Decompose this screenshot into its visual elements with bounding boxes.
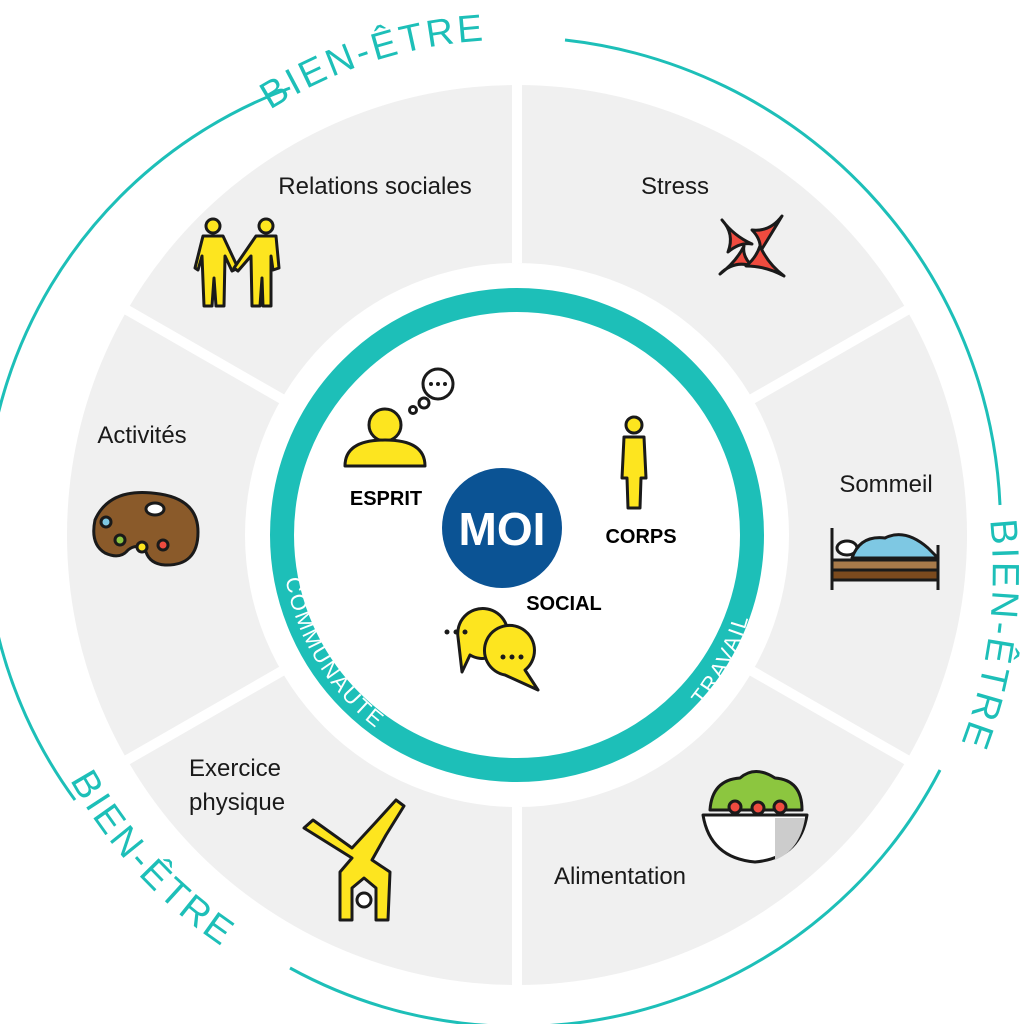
segment-label-exercice-2: physique xyxy=(189,789,285,816)
segment-label-relations: Relations sociales xyxy=(278,173,471,200)
segment-label-stress: Stress xyxy=(641,173,709,200)
speech-bubbles-icon xyxy=(444,607,540,692)
segment-label-sommeil: Sommeil xyxy=(839,471,932,498)
cartwheel-icon xyxy=(302,798,406,922)
segment-label-activites: Activités xyxy=(97,422,186,449)
bed-icon xyxy=(830,528,940,590)
corps-label: CORPS xyxy=(605,526,676,548)
salad-bowl-icon xyxy=(701,770,809,864)
segment-label-exercice-1: Exercice xyxy=(189,755,281,782)
esprit-label: ESPRIT xyxy=(350,488,422,510)
segment-label-alimentation: Alimentation xyxy=(554,863,686,890)
paint-palette-icon xyxy=(92,490,200,567)
thinking-person-icon xyxy=(343,367,455,468)
stress-icon xyxy=(718,214,786,278)
couple-icon xyxy=(193,217,281,308)
center-moi: MOI xyxy=(442,468,562,588)
social-label: SOCIAL xyxy=(526,593,602,615)
moi-label: MOI xyxy=(459,503,546,555)
standing-person-icon xyxy=(620,415,648,510)
outer-wellbeing-ring xyxy=(0,38,1002,1024)
inner-context-ring xyxy=(270,288,764,782)
